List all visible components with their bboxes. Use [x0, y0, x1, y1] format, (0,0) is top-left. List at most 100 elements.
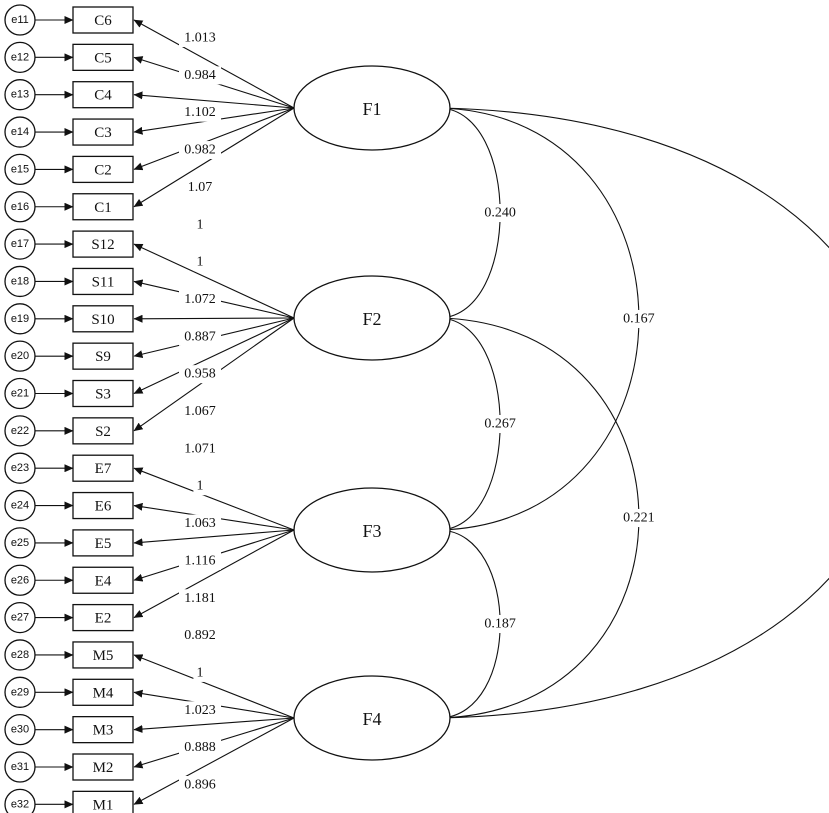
indicator-box — [72, 43, 134, 71]
factor-label: F4 — [362, 709, 381, 729]
loading-label-bg — [193, 253, 207, 272]
covariance-arrow — [432, 103, 829, 722]
covariance-value-label: 0.221 — [623, 511, 655, 526]
loading-value-label: 1.063 — [184, 516, 216, 531]
loading-label-bg — [179, 290, 221, 309]
error-term-circle — [4, 4, 36, 36]
error-term-label: e13 — [11, 89, 29, 101]
loading-arrow — [133, 314, 295, 323]
indicator-box — [72, 342, 134, 370]
factor-label: F2 — [362, 309, 381, 329]
covariance-label-bg — [478, 615, 523, 633]
loading-label-bg — [179, 365, 221, 384]
loading-arrow — [133, 317, 295, 394]
indicator-label: C1 — [94, 200, 112, 216]
error-term-circle — [4, 601, 36, 634]
loading-arrow — [133, 529, 295, 619]
indicator-label: E6 — [95, 499, 112, 515]
covariance-label-bg — [478, 415, 523, 433]
indicator-box — [72, 603, 134, 632]
indicator-box — [72, 790, 134, 813]
indicator-box — [72, 491, 134, 520]
indicator-label: C2 — [94, 162, 112, 178]
loading-value-label: 0.892 — [184, 628, 216, 643]
indicator-box — [72, 267, 134, 296]
indicator-box — [72, 678, 134, 706]
indicator-label: S3 — [95, 387, 111, 403]
loading-label-bg — [179, 551, 221, 570]
indicator-label: E5 — [95, 536, 112, 552]
indicator-label: C5 — [94, 50, 112, 66]
indicator-label: E4 — [95, 573, 112, 589]
error-term-circle — [4, 265, 36, 298]
covariance-value-label: 0.167 — [623, 312, 655, 327]
loading-arrow — [133, 529, 295, 547]
loading-value-label: 1 — [197, 217, 204, 232]
error-term-circle — [4, 452, 36, 484]
latent-factor-ellipse — [293, 675, 451, 761]
factor-label: F1 — [362, 99, 381, 119]
indicator-box — [72, 193, 134, 221]
loading-label-bg — [182, 178, 218, 197]
error-term-circle — [4, 41, 36, 73]
indicator-box — [72, 379, 134, 408]
loading-arrow — [133, 19, 295, 109]
loading-value-label: 1.071 — [184, 441, 216, 456]
loading-value-label: 0.887 — [184, 329, 216, 344]
error-term-label: e29 — [11, 686, 29, 698]
error-term-circle — [4, 714, 36, 746]
error-term-circle — [4, 116, 36, 148]
loading-arrow — [133, 654, 295, 719]
error-term-circle — [4, 228, 36, 260]
loading-value-label: 1 — [197, 479, 204, 494]
indicator-box — [72, 118, 134, 146]
indicator-label: C4 — [94, 88, 112, 104]
indicator-box — [72, 641, 134, 669]
indicator-label: C3 — [94, 125, 112, 141]
error-term-circle — [4, 153, 36, 186]
error-term-label: e25 — [11, 537, 29, 549]
error-term-circle — [4, 751, 36, 783]
indicator-label: M4 — [93, 685, 114, 701]
indicator-label: E2 — [95, 611, 112, 627]
factor-label: F3 — [362, 521, 381, 541]
error-term-label: e22 — [11, 425, 29, 437]
error-term-circle — [4, 564, 36, 596]
loading-value-label: 1 — [197, 665, 204, 680]
error-term-label: e30 — [11, 724, 29, 736]
loading-label-bg — [179, 141, 221, 160]
covariance-value-label: 0.187 — [484, 617, 516, 632]
indicator-label: S2 — [95, 424, 111, 440]
loading-value-label: 0.896 — [184, 778, 216, 793]
covariance-value-label: 0.267 — [484, 417, 516, 432]
error-term-circle — [4, 527, 36, 559]
indicator-box — [72, 454, 134, 482]
covariance-value-label: 0.240 — [484, 206, 516, 221]
loading-value-label: 1.07 — [188, 180, 213, 195]
loading-label-bg — [179, 701, 221, 720]
latent-factor-ellipse — [293, 487, 451, 573]
error-term-label: e26 — [11, 574, 29, 586]
indicator-label: M3 — [93, 723, 114, 739]
loading-value-label: 0.984 — [184, 68, 216, 83]
loading-arrow — [133, 91, 295, 109]
indicator-box — [72, 529, 134, 557]
indicator-box — [72, 230, 134, 258]
error-term-label: e15 — [11, 163, 29, 175]
loading-arrow — [133, 467, 295, 531]
error-term-label: e27 — [11, 612, 29, 624]
loading-label-bg — [179, 514, 221, 533]
indicator-label: C6 — [94, 13, 112, 29]
error-term-label: e11 — [11, 14, 29, 26]
loading-value-label: 0.958 — [184, 367, 216, 382]
loading-label-bg — [179, 402, 221, 421]
loading-value-label: 1.067 — [184, 404, 216, 419]
error-term-label: e16 — [11, 201, 29, 213]
latent-factor-ellipse — [293, 65, 451, 151]
loading-value-label: 1.013 — [184, 31, 216, 46]
indicator-label: S10 — [91, 312, 114, 328]
indicator-label: E7 — [95, 461, 112, 477]
error-term-label: e31 — [11, 761, 29, 773]
loading-arrow — [133, 243, 295, 319]
